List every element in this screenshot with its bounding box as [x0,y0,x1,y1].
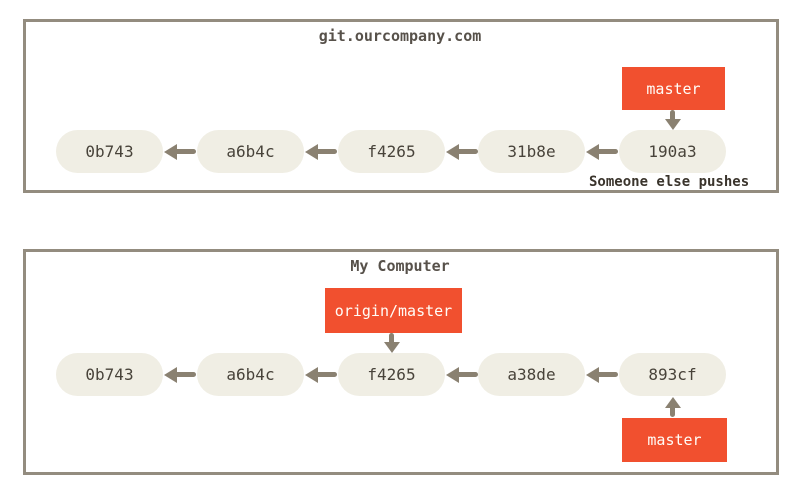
commit-node-local-893cf: 893cf [619,353,726,396]
local-master-branch-label: master [622,418,727,462]
commit-node-remote-f4265: f4265 [338,130,445,173]
arrow-shaft [456,372,478,377]
arrow-head-left-icon [164,144,177,160]
remote-master-branch-label: master [622,67,725,110]
arrow-head-left-icon [305,144,318,160]
arrow-local-893cf-to-a38de [586,367,618,383]
origin-master-branch-label: origin/master [325,288,462,333]
arrow-head-left-icon [446,367,459,383]
arrow-shaft [596,149,618,154]
local-repo-box [23,249,779,475]
arrow-shaft [670,405,675,417]
arrow-head-left-icon [586,144,599,160]
commit-node-local-a38de: a38de [478,353,585,396]
commit-node-local-0b743: 0b743 [56,353,163,396]
arrow-head-left-icon [164,367,177,383]
arrow-shaft [174,372,196,377]
commit-node-remote-190a3: 190a3 [619,130,726,173]
commit-node-local-a6b4c: a6b4c [197,353,304,396]
arrow-shaft [389,333,394,345]
arrow-shaft [174,149,196,154]
arrow-shaft [670,110,675,122]
arrow-remote-190a3-to-31b8e [586,144,618,160]
arrow-remote-31b8e-to-f4265 [446,144,478,160]
remote-repo-box [23,19,779,193]
arrow-head-left-icon [305,367,318,383]
arrow-head-up-icon [665,397,681,408]
arrow-remote-master-to-190a3 [665,110,681,130]
commit-node-local-f4265: f4265 [338,353,445,396]
local-repo-title: My Computer [350,257,450,275]
arrow-origin-master-to-f4265 [384,333,400,353]
remote-repo-title: git.ourcompany.com [318,27,482,45]
arrow-local-master-to-893cf [665,397,681,417]
arrow-local-a38de-to-f4265 [446,367,478,383]
arrow-local-f4265-to-a6b4c [305,367,337,383]
arrow-local-a6b4c-to-0b743 [164,367,196,383]
commit-node-remote-a6b4c: a6b4c [197,130,304,173]
remote-annotation: Someone else pushes [589,174,750,190]
commit-node-remote-31b8e: 31b8e [478,130,585,173]
arrow-head-left-icon [446,144,459,160]
arrow-head-down-icon [384,342,400,353]
arrow-shaft [315,149,337,154]
arrow-remote-a6b4c-to-0b743 [164,144,196,160]
arrow-shaft [596,372,618,377]
arrow-shaft [315,372,337,377]
arrow-head-down-icon [665,119,681,130]
commit-node-remote-0b743: 0b743 [56,130,163,173]
arrow-shaft [456,149,478,154]
arrow-remote-f4265-to-a6b4c [305,144,337,160]
arrow-head-left-icon [586,367,599,383]
